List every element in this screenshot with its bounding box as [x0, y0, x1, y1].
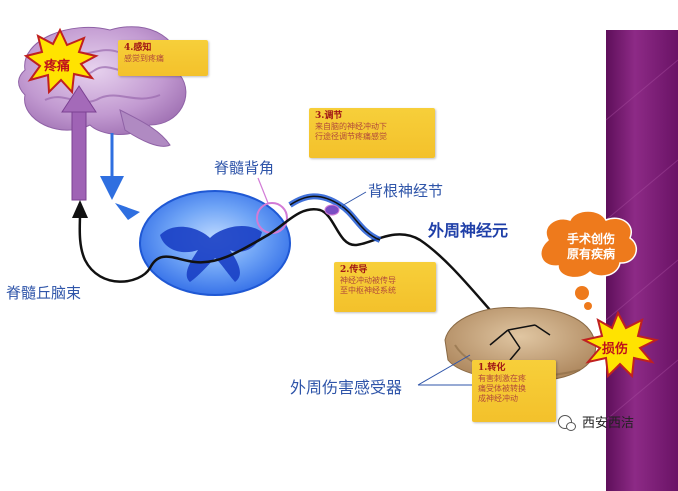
transduction-line-3: 成神经冲动	[478, 394, 518, 403]
dorsal-root	[288, 193, 382, 243]
pain-burst-shape	[23, 27, 99, 95]
cloud-label: 手术创伤 原有疾病	[555, 232, 627, 262]
ganglion	[324, 204, 340, 216]
transduction-box: 1.转化 有害刺激在疼 痛受体被转换 成神经冲动	[472, 360, 556, 422]
spinothalamic-arrow	[61, 85, 97, 201]
injury-burst-shape	[581, 310, 659, 379]
perception-box: 4.感知 感觉到疼痛	[118, 40, 208, 76]
transduction-line-1: 有害刺激在疼	[478, 374, 526, 383]
nociceptor-label: 外周伤害感受器	[290, 378, 403, 397]
afferent-nerve	[78, 207, 509, 331]
modulation-line-1: 来自脑的神经冲动下	[315, 122, 387, 131]
spinal-cord	[115, 190, 291, 296]
transmission-box: 2.传导 神经冲动被传导 至中枢神经系统	[334, 262, 436, 312]
transmission-title: 2.传导	[340, 265, 368, 275]
watermark: 西安西洁	[558, 412, 634, 431]
dorsal-horn-label: 脊髓背角	[214, 159, 275, 177]
side-bar-pattern	[605, 59, 678, 421]
thought-cloud	[540, 210, 638, 310]
perception-line: 感觉到疼痛	[124, 54, 164, 63]
nociceptor-leader-1	[417, 354, 471, 386]
injury-burst-label: 损伤	[602, 342, 629, 357]
modulation-box: 3.调节 来自脑的神经冲动下 行途径调节疼痛感觉	[309, 108, 435, 158]
cloud-line-2: 原有疾病	[566, 247, 615, 261]
dorsal-root-core	[289, 195, 381, 241]
pain-burst-label: 疼痛	[44, 59, 71, 74]
chat-icon	[558, 414, 576, 431]
transduction-line-2: 痛受体被转换	[478, 384, 526, 393]
transduction-title: 1.转化	[478, 363, 506, 373]
ganglion-leader	[339, 191, 367, 208]
cloud-line-1: 手术创伤	[566, 232, 615, 246]
dorsal-root-ganglion-label: 背根神经节	[368, 182, 444, 200]
modulation-line-2: 行途径调节疼痛感觉	[315, 132, 387, 141]
spinothalamic-tract-label: 脊髓丘脑束	[6, 284, 82, 302]
modulation-title: 3.调节	[315, 111, 343, 121]
peripheral-neuron-label: 外周神经元	[428, 221, 509, 240]
watermark-text: 西安西洁	[582, 416, 635, 431]
transmission-line-1: 神经冲动被传导	[340, 276, 396, 285]
perception-title: 4.感知	[124, 43, 152, 53]
dorsal-horn-leader	[257, 177, 269, 204]
spinothalamic-arrowhead	[72, 200, 88, 218]
transmission-line-2: 至中枢神经系统	[340, 286, 396, 295]
